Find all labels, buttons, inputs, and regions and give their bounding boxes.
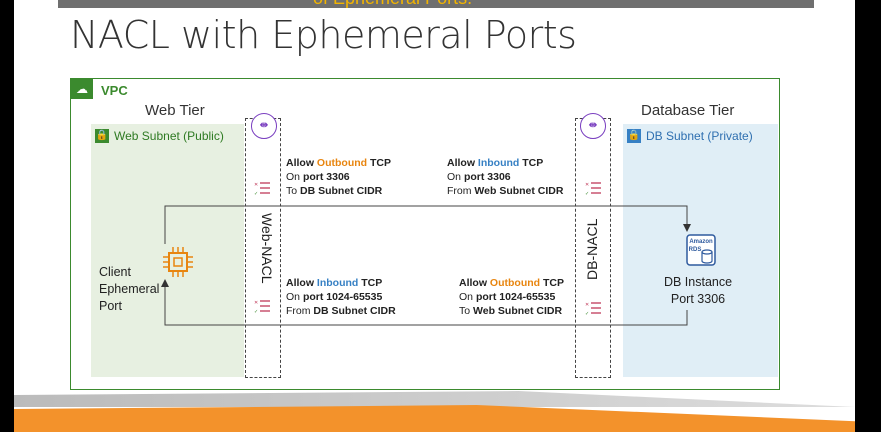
rule-list-icon: ✕✓ <box>585 182 601 195</box>
rule-direction: Inbound <box>477 157 520 169</box>
header-clipped-text: of Ephemeral Ports. <box>313 0 472 8</box>
rds-icon-text1: Amazon <box>689 239 713 245</box>
db-instance-label: DB Instance Port 3306 <box>656 274 740 308</box>
db-nacl-inbound-rule: Allow Inbound TCP On port 3306 From Web … <box>447 156 563 198</box>
svg-text:✕: ✕ <box>254 182 258 188</box>
rule-to: To <box>286 185 298 197</box>
client-line1: Client <box>99 265 131 279</box>
rule-direction: Outbound <box>489 277 541 289</box>
rule-on: On <box>286 291 301 303</box>
rule-to: From <box>286 305 311 317</box>
rule-on: On <box>459 291 474 303</box>
flow-arrows <box>161 205 691 326</box>
rule-direction: Outbound <box>316 157 368 169</box>
db-subnet-label: DB Subnet (Private) <box>646 129 753 143</box>
rule-allow: Allow <box>286 277 314 289</box>
rule-allow: Allow <box>286 157 314 169</box>
database-tier-label: Database Tier <box>641 102 735 119</box>
svg-text:✕: ✕ <box>585 302 589 308</box>
rule-port: port 3306 <box>463 171 511 183</box>
rule-list-icon: ✕✓ <box>585 302 601 315</box>
svg-text:✓: ✓ <box>585 311 589 315</box>
rule-port: port 1024-65535 <box>302 291 383 303</box>
header-bar: of Ephemeral Ports. <box>58 0 814 8</box>
svg-text:✓: ✓ <box>585 191 589 195</box>
rule-list-icon: ✕✓ <box>254 182 270 195</box>
rule-on: On <box>447 171 462 183</box>
web-tier-label: Web Tier <box>145 102 205 119</box>
rule-to: From <box>447 185 472 197</box>
svg-text:✓: ✓ <box>254 191 258 195</box>
web-nacl-inbound-rule: Allow Inbound TCP On port 1024-65535 Fro… <box>286 276 396 318</box>
request-path <box>164 205 691 244</box>
rule-proto: TCP <box>522 157 544 169</box>
rule-proto: TCP <box>543 277 564 289</box>
client-line2: Ephemeral <box>99 282 160 296</box>
chip-icon <box>163 247 193 277</box>
cloud-lock-icon: ☁ <box>71 79 93 99</box>
web-nacl-outbound-rule: Allow Outbound TCP On port 3306 To DB Su… <box>286 156 391 198</box>
response-path <box>161 279 688 326</box>
web-subnet-label: Web Subnet (Public) <box>114 129 224 143</box>
rule-port: port 3306 <box>302 171 350 183</box>
rule-cidr: DB Subnet CIDR <box>300 185 383 197</box>
rds-icon-text2: RDS <box>689 247 702 253</box>
network-acl-icon: ⇹ <box>251 113 277 139</box>
rule-proto: TCP <box>370 157 391 169</box>
rule-allow: Allow <box>459 277 487 289</box>
svg-text:✕: ✕ <box>254 300 258 306</box>
lock-icon: 🔒 <box>95 129 109 143</box>
db-instance-line1: DB Instance <box>663 275 733 289</box>
client-label: Client Ephemeral Port <box>99 264 159 315</box>
vpc-label: VPC <box>101 83 128 98</box>
svg-text:✓: ✓ <box>254 309 258 313</box>
db-instance-line2: Port 3306 <box>670 292 726 306</box>
client-line3: Port <box>99 299 122 313</box>
vpc-container: ☁ VPC <box>70 78 780 390</box>
rule-cidr: DB Subnet CIDR <box>313 305 396 317</box>
database-icon: Amazon RDS <box>686 234 716 266</box>
slide: of Ephemeral Ports. NACL with Ephemeral … <box>14 0 855 432</box>
network-acl-icon: ⇹ <box>580 113 606 139</box>
lock-icon: 🔒 <box>627 129 641 143</box>
rule-allow: Allow <box>447 157 475 169</box>
db-nacl-outbound-rule: Allow Outbound TCP On port 1024-65535 To… <box>459 276 564 318</box>
rule-on: On <box>286 171 301 183</box>
rule-direction: Inbound <box>316 277 359 289</box>
rule-proto: TCP <box>361 277 383 289</box>
web-subnet <box>91 124 244 377</box>
rule-cidr: Web Subnet CIDR <box>473 305 563 317</box>
svg-text:✕: ✕ <box>585 182 589 188</box>
rule-cidr: Web Subnet CIDR <box>474 185 564 197</box>
rule-port: port 1024-65535 <box>475 291 556 303</box>
page-title: NACL with Ephemeral Ports <box>70 13 577 57</box>
rule-list-icon: ✕✓ <box>254 300 270 313</box>
rule-to: To <box>459 305 471 317</box>
